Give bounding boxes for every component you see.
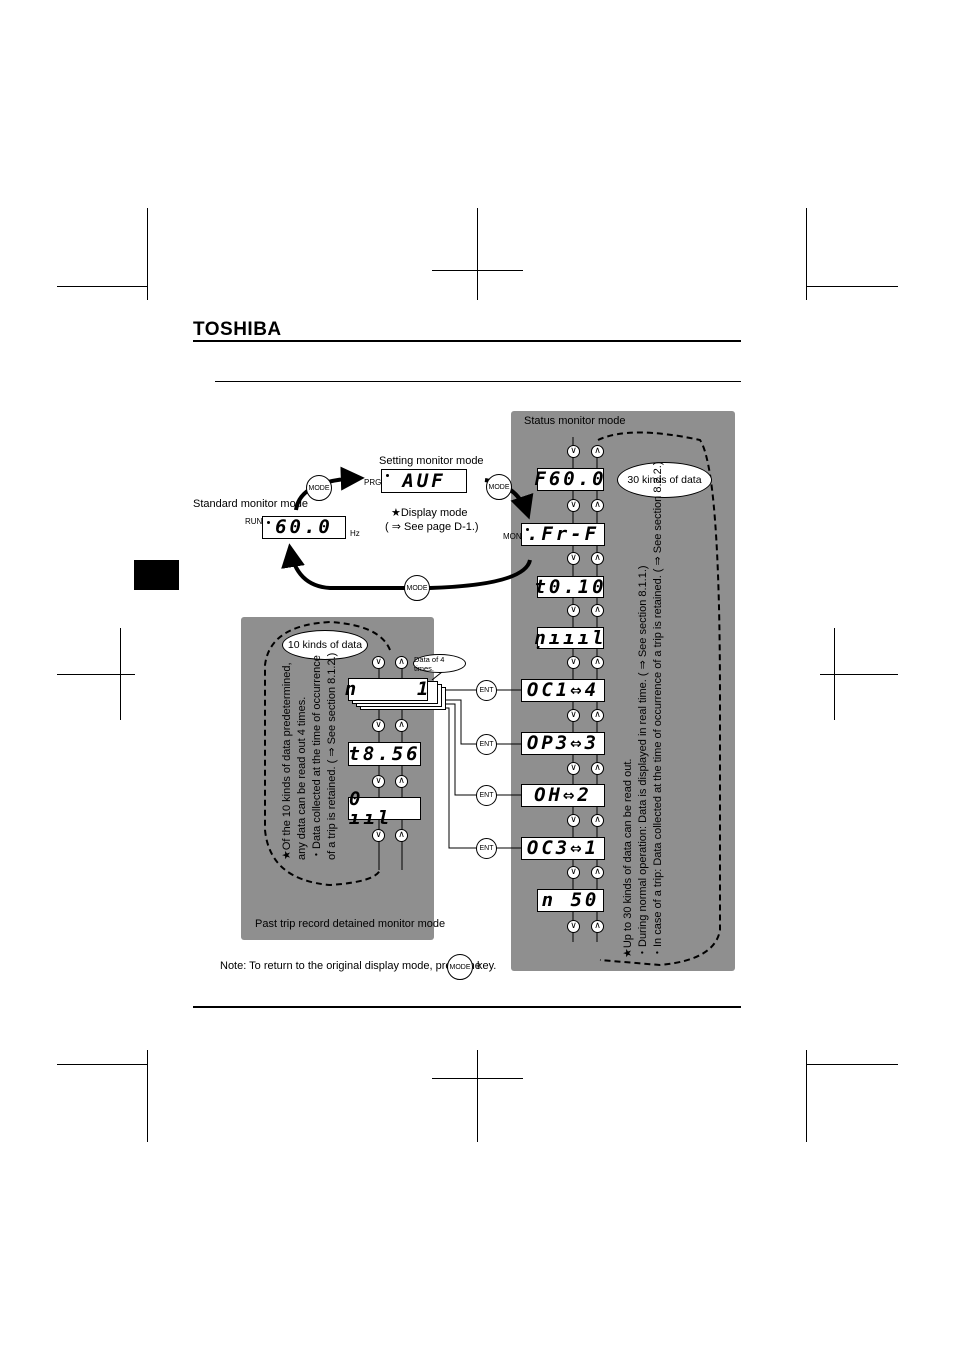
past-display-1: n 1 [344,678,432,701]
hz-unit: Hz [350,529,360,538]
up-key[interactable]: ∧ [591,552,604,565]
crop-mark [806,208,807,300]
mon-indicator: MON [503,532,522,541]
past-note-1: ★Of the 10 kinds of data predetermined, [281,662,293,860]
down-key[interactable]: ∨ [372,829,385,842]
status-display-3: t0.10 [534,575,607,598]
mode-key[interactable]: MODE [447,954,473,980]
status-display-9: n 50 [537,889,604,912]
crop-mark [57,286,148,287]
mode-key[interactable]: MODE [486,474,512,500]
setting-monitor-title: Setting monitor mode [379,455,484,467]
run-indicator: RUN [245,517,263,526]
status-display-4: ṇıııl [534,626,607,649]
footnote-text: Note: To return to the original display … [220,960,481,972]
crop-mark [147,208,148,300]
down-key[interactable]: ∨ [567,866,580,879]
brand-logo: TOSHIBA [193,319,282,340]
section-rule [215,381,741,382]
down-key[interactable]: ∨ [567,499,580,512]
status-display-1: F60.0 [534,468,607,491]
past-kinds-bubble: 10 kinds of data [282,630,368,660]
up-key[interactable]: ∧ [591,709,604,722]
crop-mark [806,1064,898,1065]
status-note-1: ★Up to 30 kinds of data can be read out. [622,758,634,958]
chapter-tab [134,560,179,590]
crop-mark [57,674,135,675]
ent-key[interactable]: ENT [476,680,497,701]
down-key[interactable]: ∨ [567,709,580,722]
status-monitor-title: Status monitor mode [524,415,626,427]
down-key[interactable]: ∨ [567,552,580,565]
crop-mark [57,1064,148,1065]
up-key[interactable]: ∧ [591,656,604,669]
up-key[interactable]: ∧ [591,604,604,617]
status-display-2: .Fr-F [521,523,605,546]
past-note-3: ・Data collected at the time of occurrenc… [311,655,323,860]
past-display-3: 0 ııl [348,789,421,827]
header-rule [193,340,741,342]
up-key[interactable]: ∧ [395,829,408,842]
footer-rule [193,1006,741,1008]
ent-key[interactable]: ENT [476,734,497,755]
crop-mark [806,1050,807,1142]
up-key[interactable]: ∧ [591,762,604,775]
down-key[interactable]: ∨ [372,656,385,669]
up-key[interactable]: ∧ [395,775,408,788]
display-mode-note: ★Display mode [391,507,468,519]
mode-key[interactable]: MODE [306,475,332,501]
up-key[interactable]: ∧ [591,499,604,512]
past-display-2: t8.56 [348,742,421,766]
ent-key[interactable]: ENT [476,838,497,859]
status-display-5: OC1⇔4 [521,679,605,702]
past-trip-title: Past trip record detained monitor mode [255,918,446,930]
down-key[interactable]: ∨ [567,814,580,827]
down-key[interactable]: ∨ [567,762,580,775]
data-times-bubble: Data of 4 times. [413,654,466,673]
status-note-2: ・During normal operation: Data is displa… [637,565,649,958]
status-note-3: ・In case of a trip: Data collected at th… [652,461,664,958]
standard-monitor-title: Standard monitor mode [193,498,308,510]
crop-mark [147,1050,148,1142]
crop-mark [477,208,478,300]
crop-mark [432,1078,523,1079]
crop-mark [432,270,523,271]
crop-mark [806,286,898,287]
down-key[interactable]: ∨ [372,719,385,732]
footnote-key-word: key. [477,960,497,972]
up-key[interactable]: ∧ [395,656,408,669]
down-key[interactable]: ∨ [567,920,580,933]
crop-mark [477,1050,478,1142]
ent-key[interactable]: ENT [476,785,497,806]
past-note-2: any data can be read out 4 times. [296,696,308,860]
setting-display: AUF [381,469,467,493]
down-key[interactable]: ∨ [567,604,580,617]
down-key[interactable]: ∨ [567,445,580,458]
up-key[interactable]: ∧ [395,719,408,732]
prg-indicator: PRG [364,478,382,487]
status-display-8: OC3⇔1 [521,837,605,860]
mode-key[interactable]: MODE [404,575,430,601]
up-key[interactable]: ∧ [591,814,604,827]
crop-mark [820,674,898,675]
past-note-4: of a trip is retained. ( ⇒ See section 8… [326,652,338,860]
up-key[interactable]: ∧ [591,445,604,458]
status-display-6: OP3⇔3 [521,732,605,755]
up-key[interactable]: ∧ [591,920,604,933]
status-kinds-bubble: 30 kinds of data [617,462,712,498]
status-display-7: OH⇔2 [521,784,605,807]
down-key[interactable]: ∨ [567,656,580,669]
down-key[interactable]: ∨ [372,775,385,788]
up-key[interactable]: ∧ [591,866,604,879]
standard-display: 60.0 [262,516,346,539]
display-mode-ref: ( ⇒ See page D-1.) [385,521,479,533]
